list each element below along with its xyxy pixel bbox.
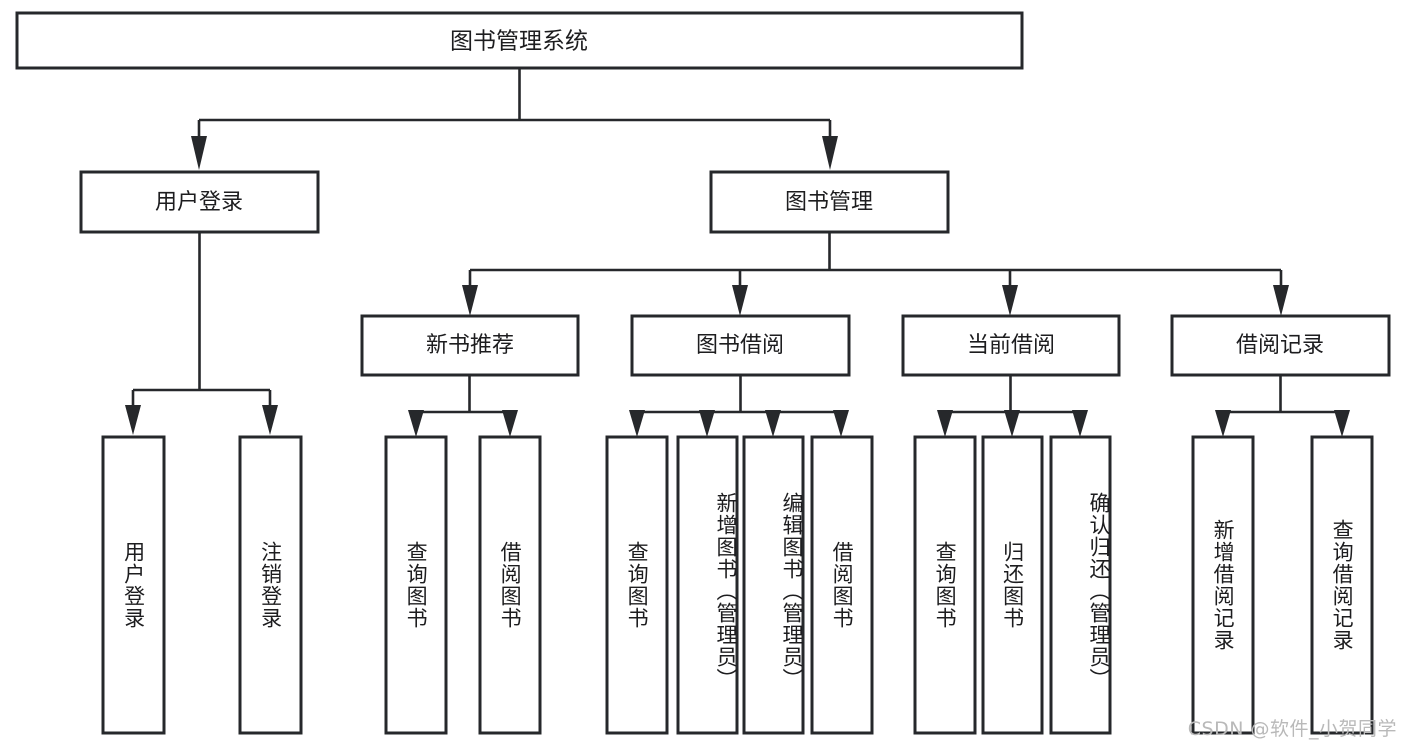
leaf-box-query-borrow-record[interactable] bbox=[1310, 435, 1374, 735]
leaf-box-query-book-2[interactable] bbox=[605, 435, 669, 735]
arrow-head-icon bbox=[408, 410, 424, 437]
arrow-head-icon bbox=[833, 410, 849, 437]
connector-group-user-login bbox=[125, 232, 278, 435]
arrow-head-icon bbox=[1004, 410, 1020, 437]
leaf-box-edit-book-admin[interactable] bbox=[742, 435, 805, 735]
arrow-head-icon bbox=[191, 136, 207, 170]
node-book-manage-label: 图书管理 bbox=[785, 190, 873, 215]
node-borrow-record[interactable]: 借阅记录 bbox=[1170, 314, 1391, 377]
leaf-box-return-book[interactable] bbox=[981, 435, 1044, 735]
arrow-head-icon bbox=[765, 410, 781, 437]
connector-group-current-borrow bbox=[937, 375, 1088, 437]
node-book-manage[interactable]: 图书管理 bbox=[709, 170, 950, 234]
node-root-system-label: 图书管理系统 bbox=[450, 29, 588, 55]
arrow-head-icon bbox=[1334, 410, 1350, 437]
arrow-head-icon bbox=[732, 285, 748, 316]
arrow-head-icon bbox=[1273, 285, 1289, 316]
arrow-head-icon bbox=[629, 410, 645, 437]
leaf-boxes-user-login bbox=[101, 435, 303, 735]
arrow-head-icon bbox=[937, 410, 953, 437]
arrow-head-icon bbox=[699, 410, 715, 437]
leaf-box-query-book-1[interactable] bbox=[384, 435, 448, 735]
arrow-head-icon bbox=[125, 405, 141, 435]
arrow-head-icon bbox=[1215, 410, 1231, 437]
leaf-box-user-login[interactable] bbox=[101, 435, 166, 735]
arrow-head-icon bbox=[1002, 285, 1018, 316]
node-user-login-label: 用户登录 bbox=[155, 190, 243, 215]
leaf-boxes-current-borrow bbox=[913, 435, 1112, 735]
arrow-head-icon bbox=[822, 136, 838, 170]
node-current-borrow-label: 当前借阅 bbox=[967, 333, 1055, 358]
connector-group-book-manage bbox=[462, 232, 1289, 316]
node-root-system[interactable]: 图书管理系统 bbox=[15, 11, 1024, 70]
node-book-borrow-label: 图书借阅 bbox=[696, 333, 784, 358]
connector-group-borrow-record bbox=[1215, 375, 1350, 437]
leaf-boxes-book-borrow bbox=[605, 435, 874, 735]
arrow-head-icon bbox=[462, 285, 478, 316]
node-book-borrow[interactable]: 图书借阅 bbox=[630, 314, 851, 377]
leaf-box-logout[interactable] bbox=[238, 435, 303, 735]
watermark-text: CSDN @软件_小贺同学 bbox=[1187, 718, 1397, 740]
arrow-head-icon bbox=[262, 405, 278, 435]
node-new-book-recommend-label: 新书推荐 bbox=[426, 333, 514, 358]
leaf-boxes-new-book-recommend bbox=[384, 435, 542, 735]
leaf-boxes-borrow-record bbox=[1191, 435, 1374, 735]
leaf-box-borrow-book-1[interactable] bbox=[478, 435, 542, 735]
leaf-box-query-book-3[interactable] bbox=[913, 435, 977, 735]
arrow-head-icon bbox=[502, 410, 518, 437]
node-borrow-record-label: 借阅记录 bbox=[1236, 333, 1324, 358]
arrow-head-icon bbox=[1072, 410, 1088, 437]
node-current-borrow[interactable]: 当前借阅 bbox=[901, 314, 1121, 377]
leaf-box-add-borrow-record[interactable] bbox=[1191, 435, 1255, 735]
leaf-box-confirm-return-admin[interactable] bbox=[1049, 435, 1112, 735]
node-new-book-recommend[interactable]: 新书推荐 bbox=[360, 314, 580, 377]
connector-group-new-book bbox=[408, 375, 518, 437]
leaf-box-borrow-book-2[interactable] bbox=[810, 435, 874, 735]
connector-group-root bbox=[191, 68, 838, 170]
leaf-box-add-book-admin[interactable] bbox=[676, 435, 739, 735]
node-user-login[interactable]: 用户登录 bbox=[79, 170, 320, 234]
connector-group-book-borrow bbox=[629, 375, 849, 437]
